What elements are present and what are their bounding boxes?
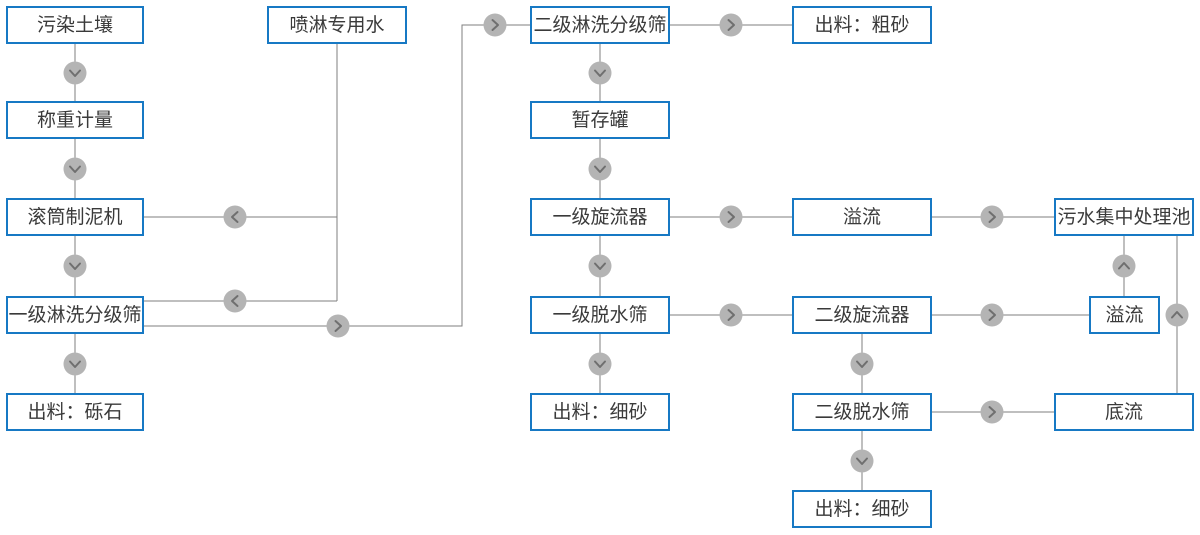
flow-arrow-down-icon xyxy=(587,156,613,182)
flow-arrow-right-icon xyxy=(979,204,1005,230)
flow-arrow-left-icon xyxy=(222,288,248,314)
node-overflow-2: 溢流 xyxy=(1089,296,1160,334)
node-contaminated-soil: 污染土壤 xyxy=(6,6,144,44)
flow-arrow-down-icon xyxy=(62,156,88,182)
flow-arrow-up-icon xyxy=(1111,253,1137,279)
flow-arrow-right-icon xyxy=(979,399,1005,425)
node-drum-mud-maker: 滚筒制泥机 xyxy=(6,198,144,236)
node-output-gravel: 出料：砾石 xyxy=(6,393,144,431)
node-overflow-1: 溢流 xyxy=(792,198,932,236)
flow-arrow-right-icon xyxy=(718,204,744,230)
flow-arrow-down-icon xyxy=(587,253,613,279)
node-first-cyclone: 一级旋流器 xyxy=(530,198,670,236)
flow-arrow-right-icon xyxy=(325,313,351,339)
node-spray-water: 喷淋专用水 xyxy=(267,6,407,44)
node-storage-tank: 暂存罐 xyxy=(530,101,670,139)
flow-arrow-left-icon xyxy=(222,204,248,230)
flow-arrow-down-icon xyxy=(62,351,88,377)
node-second-washing-screen: 二级淋洗分级筛 xyxy=(530,6,670,44)
flow-arrow-right-icon xyxy=(979,302,1005,328)
flow-arrow-down-icon xyxy=(587,351,613,377)
node-second-dewatering-screen: 二级脱水筛 xyxy=(792,393,932,431)
node-underflow: 底流 xyxy=(1054,393,1194,431)
node-output-coarse-sand: 出料：粗砂 xyxy=(792,6,932,44)
flow-arrow-down-icon xyxy=(849,351,875,377)
flow-arrow-down-icon xyxy=(587,60,613,86)
flow-arrow-down-icon xyxy=(849,448,875,474)
flow-arrow-right-icon xyxy=(482,12,508,38)
node-first-washing-screen: 一级淋洗分级筛 xyxy=(6,296,144,334)
flow-arrow-right-icon xyxy=(718,12,744,38)
node-output-fine-sand-2: 出料：细砂 xyxy=(792,490,932,528)
node-first-dewatering-screen: 一级脱水筛 xyxy=(530,296,670,334)
flow-arrow-down-icon xyxy=(62,60,88,86)
flow-arrow-right-icon xyxy=(718,302,744,328)
node-weighing: 称重计量 xyxy=(6,101,144,139)
node-second-cyclone: 二级旋流器 xyxy=(792,296,932,334)
node-output-fine-sand-1: 出料：细砂 xyxy=(530,393,670,431)
flow-arrow-down-icon xyxy=(62,253,88,279)
flow-arrow-up-icon xyxy=(1164,302,1190,328)
node-wastewater-pool: 污水集中处理池 xyxy=(1054,198,1194,236)
